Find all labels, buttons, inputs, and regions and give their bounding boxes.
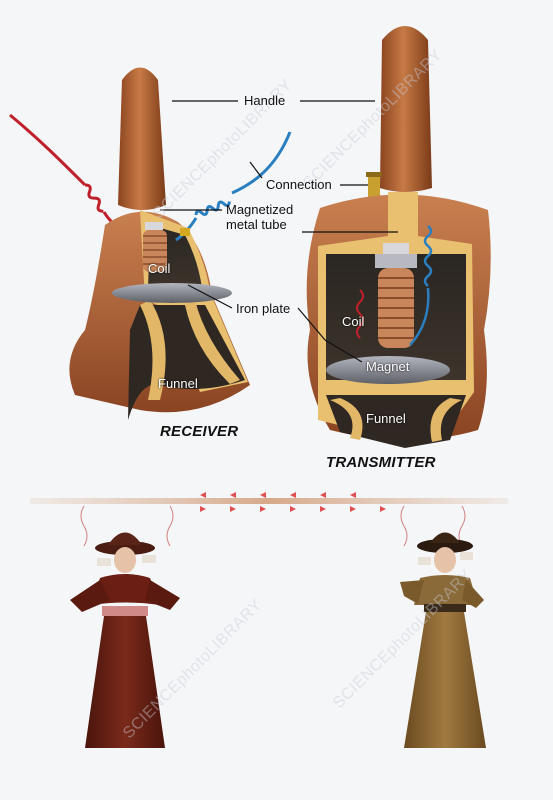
connecting-wire — [30, 498, 508, 504]
label-funnel-receiver: Funnel — [158, 376, 198, 391]
receiver-illustration — [9, 67, 292, 420]
receiver-handle — [118, 67, 166, 210]
transmitter-handle — [380, 26, 432, 192]
woman-left — [70, 532, 180, 748]
transmitter-coil — [356, 243, 417, 348]
red-wire-coil — [84, 183, 104, 213]
conversation-scene — [30, 492, 508, 748]
red-wire — [9, 113, 87, 187]
receiver-funnel-cone-left — [140, 300, 166, 400]
signal-arrows — [200, 492, 386, 512]
label-magnetized-1: Magnetized — [226, 202, 294, 217]
label-coil-receiver: Coil — [148, 261, 171, 276]
leader-lines — [160, 100, 398, 363]
label-magnetized-2: metal tube — [226, 217, 287, 232]
label-coil-transmitter: Coil — [342, 314, 365, 329]
receiver-terminal — [180, 228, 190, 236]
transmitter-illustration — [306, 26, 491, 448]
blue-wire-coil — [194, 200, 231, 217]
receiver-coil — [143, 222, 167, 272]
label-connection: Connection — [266, 177, 332, 192]
label-iron-plate: Iron plate — [236, 301, 291, 316]
caption-transmitter: TRANSMITTER — [326, 454, 436, 471]
label-magnet: Magnet — [366, 359, 410, 374]
caption-receiver: RECEIVER — [160, 423, 239, 440]
label-funnel-transmitter: Funnel — [366, 411, 406, 426]
transmitter-magnet-plate — [326, 356, 450, 384]
label-handle: Handle — [244, 93, 286, 108]
blue-wire — [231, 131, 292, 195]
woman-right — [400, 532, 486, 748]
receiver-funnel-cone-right — [185, 300, 240, 384]
receiver-iron-plate — [112, 283, 232, 303]
transmitter-blue-wire — [423, 225, 433, 287]
